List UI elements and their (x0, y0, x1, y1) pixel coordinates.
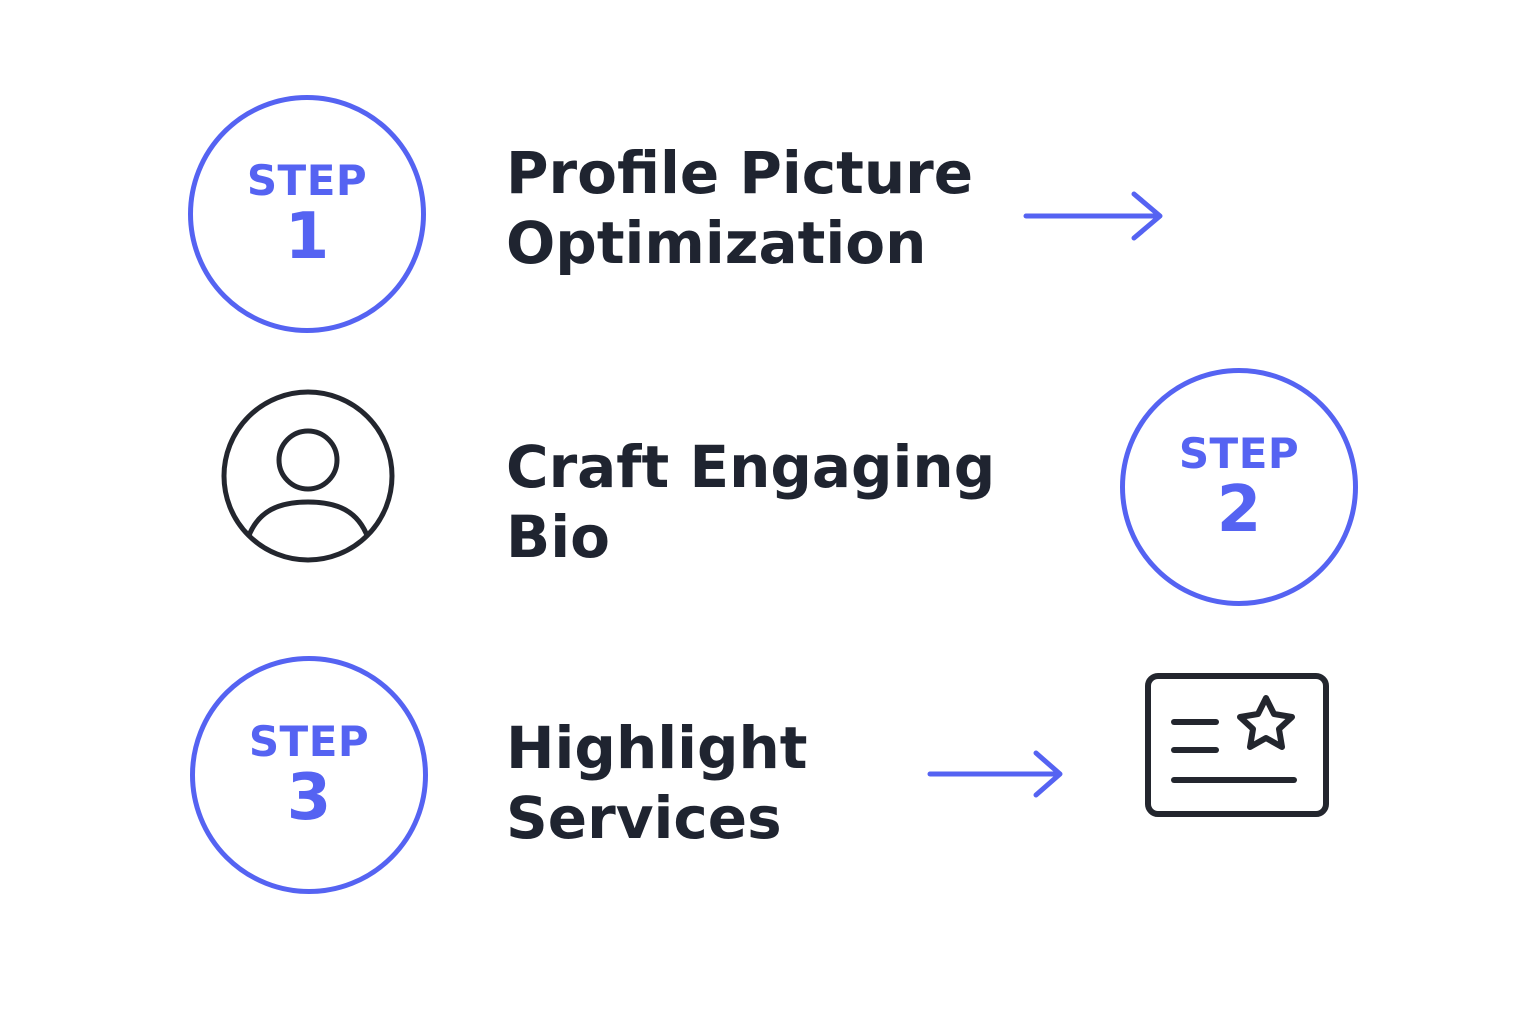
step-3-badge: STEP 3 (190, 656, 428, 894)
step-3-title-line1: Highlight (506, 714, 808, 782)
step-1-title-line2: Optimization (506, 209, 927, 277)
step-2-title-line2: Bio (506, 503, 610, 571)
step-2-number: 2 (1216, 473, 1262, 547)
featured-card-star-icon (1145, 673, 1329, 817)
step-3-number: 3 (286, 761, 332, 835)
step-2-title: Craft Engaging Bio (506, 432, 995, 572)
step-1-title: Profile Picture Optimization (506, 138, 973, 278)
step-3-title: Highlight Services (506, 713, 808, 853)
step-1-number: 1 (284, 200, 330, 274)
arrow-right-icon (927, 750, 1063, 798)
step-2-title-line1: Craft Engaging (506, 433, 996, 501)
step-1-badge: STEP 1 (188, 95, 426, 333)
user-profile-icon (221, 389, 395, 563)
step-2-badge: STEP 2 (1120, 368, 1358, 606)
step-1-title-line1: Profile Picture (506, 139, 974, 207)
step-2-word: STEP (1178, 429, 1300, 478)
step-3-word: STEP (248, 717, 370, 766)
arrow-right-icon (1023, 191, 1163, 241)
step-1-word: STEP (246, 156, 368, 205)
step-3-title-line2: Services (506, 784, 782, 852)
